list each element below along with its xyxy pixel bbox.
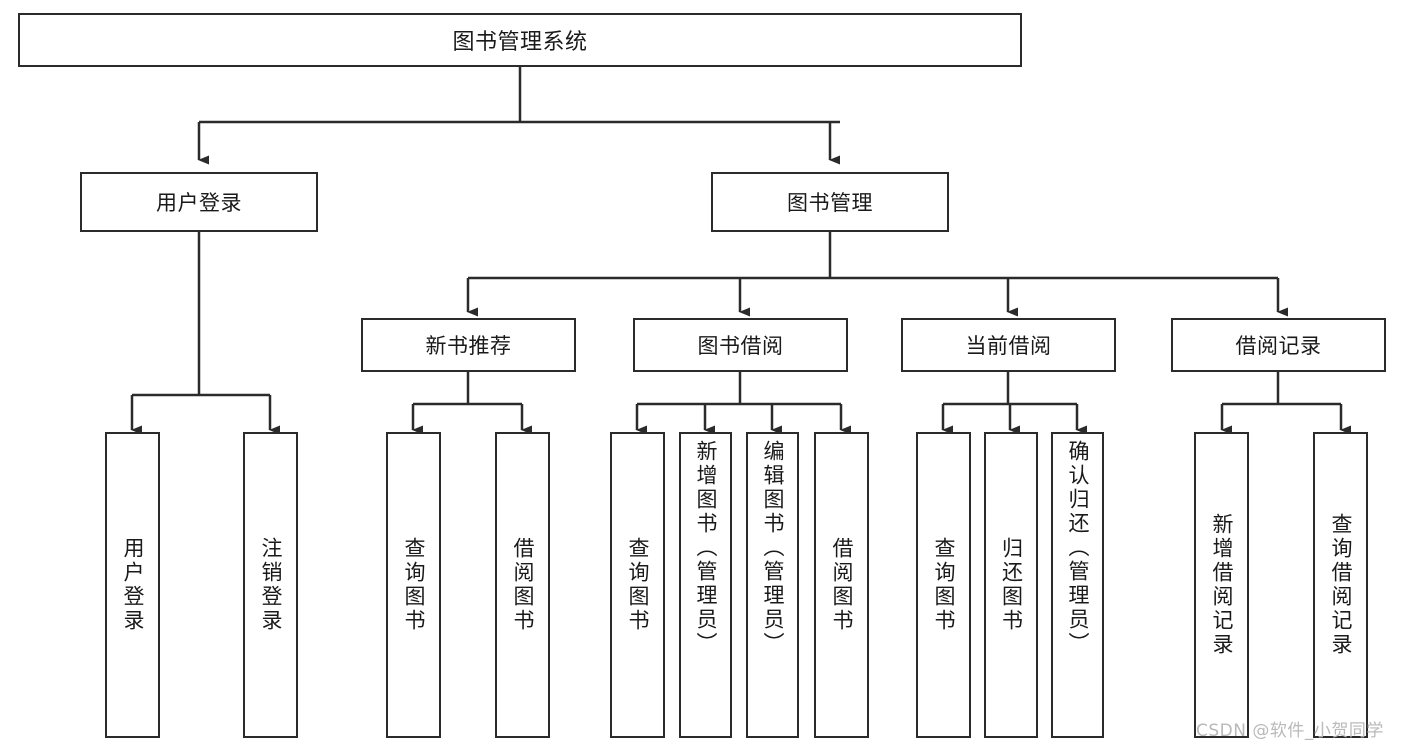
node-book-management[interactable]: 图书管理: [711, 172, 949, 232]
leaf-new-book-borrow-label: 借阅图书: [511, 537, 535, 633]
leaf-book-borrow-borrow[interactable]: 借阅图书: [814, 432, 869, 738]
csdn-watermark: CSDN @软件_小贺同学: [1196, 721, 1384, 741]
leaf-current-borrow-return[interactable]: 归还图书: [984, 432, 1038, 738]
node-root-label: 图书管理系统: [452, 30, 588, 55]
node-current-borrow[interactable]: 当前借阅: [901, 318, 1116, 372]
leaf-user-login-signout-label: 注销登录: [259, 537, 283, 633]
leaf-user-login-signout[interactable]: 注销登录: [243, 432, 298, 738]
node-new-book-recommend-label: 新书推荐: [425, 334, 512, 358]
leaf-current-borrow-confirm-return-label: 确认归还（管理员）: [1066, 440, 1090, 656]
leaf-borrow-record-query[interactable]: 查询借阅记录: [1313, 432, 1368, 738]
leaf-borrow-record-add[interactable]: 新增借阅记录: [1194, 432, 1249, 738]
leaf-user-login-signin-label: 用户登录: [121, 537, 145, 633]
leaf-borrow-record-add-label: 新增借阅记录: [1210, 513, 1234, 657]
leaf-new-book-query-label: 查询图书: [402, 537, 426, 633]
node-root[interactable]: 图书管理系统: [18, 13, 1022, 67]
leaf-book-borrow-add[interactable]: 新增图书（管理员）: [679, 432, 732, 738]
node-user-login-label: 用户登录: [156, 191, 242, 215]
leaf-new-book-borrow[interactable]: 借阅图书: [495, 432, 550, 738]
leaf-book-borrow-add-label: 新增图书（管理员）: [694, 440, 718, 656]
leaf-current-borrow-confirm-return[interactable]: 确认归还（管理员）: [1051, 432, 1104, 738]
leaf-borrow-record-query-label: 查询借阅记录: [1329, 513, 1353, 657]
leaf-current-borrow-query-label: 查询图书: [932, 537, 956, 633]
node-book-borrow-label: 图书借阅: [697, 334, 784, 358]
leaf-book-borrow-edit-label: 编辑图书（管理员）: [761, 440, 785, 656]
node-user-login[interactable]: 用户登录: [80, 172, 318, 232]
node-book-borrow[interactable]: 图书借阅: [633, 318, 848, 372]
leaf-book-borrow-query[interactable]: 查询图书: [610, 432, 665, 738]
leaf-current-borrow-return-label: 归还图书: [999, 537, 1024, 633]
node-new-book-recommend[interactable]: 新书推荐: [361, 318, 576, 372]
leaf-book-borrow-borrow-label: 借阅图书: [830, 537, 854, 633]
leaf-book-borrow-edit[interactable]: 编辑图书（管理员）: [746, 432, 799, 738]
node-borrow-record[interactable]: 借阅记录: [1171, 318, 1386, 372]
node-book-management-label: 图书管理: [787, 191, 873, 215]
node-borrow-record-label: 借阅记录: [1235, 334, 1322, 358]
leaf-current-borrow-query[interactable]: 查询图书: [916, 432, 971, 738]
leaf-user-login-signin[interactable]: 用户登录: [105, 432, 160, 738]
leaf-book-borrow-query-label: 查询图书: [626, 537, 650, 633]
leaf-new-book-query[interactable]: 查询图书: [386, 432, 441, 738]
node-current-borrow-label: 当前借阅: [965, 334, 1052, 358]
